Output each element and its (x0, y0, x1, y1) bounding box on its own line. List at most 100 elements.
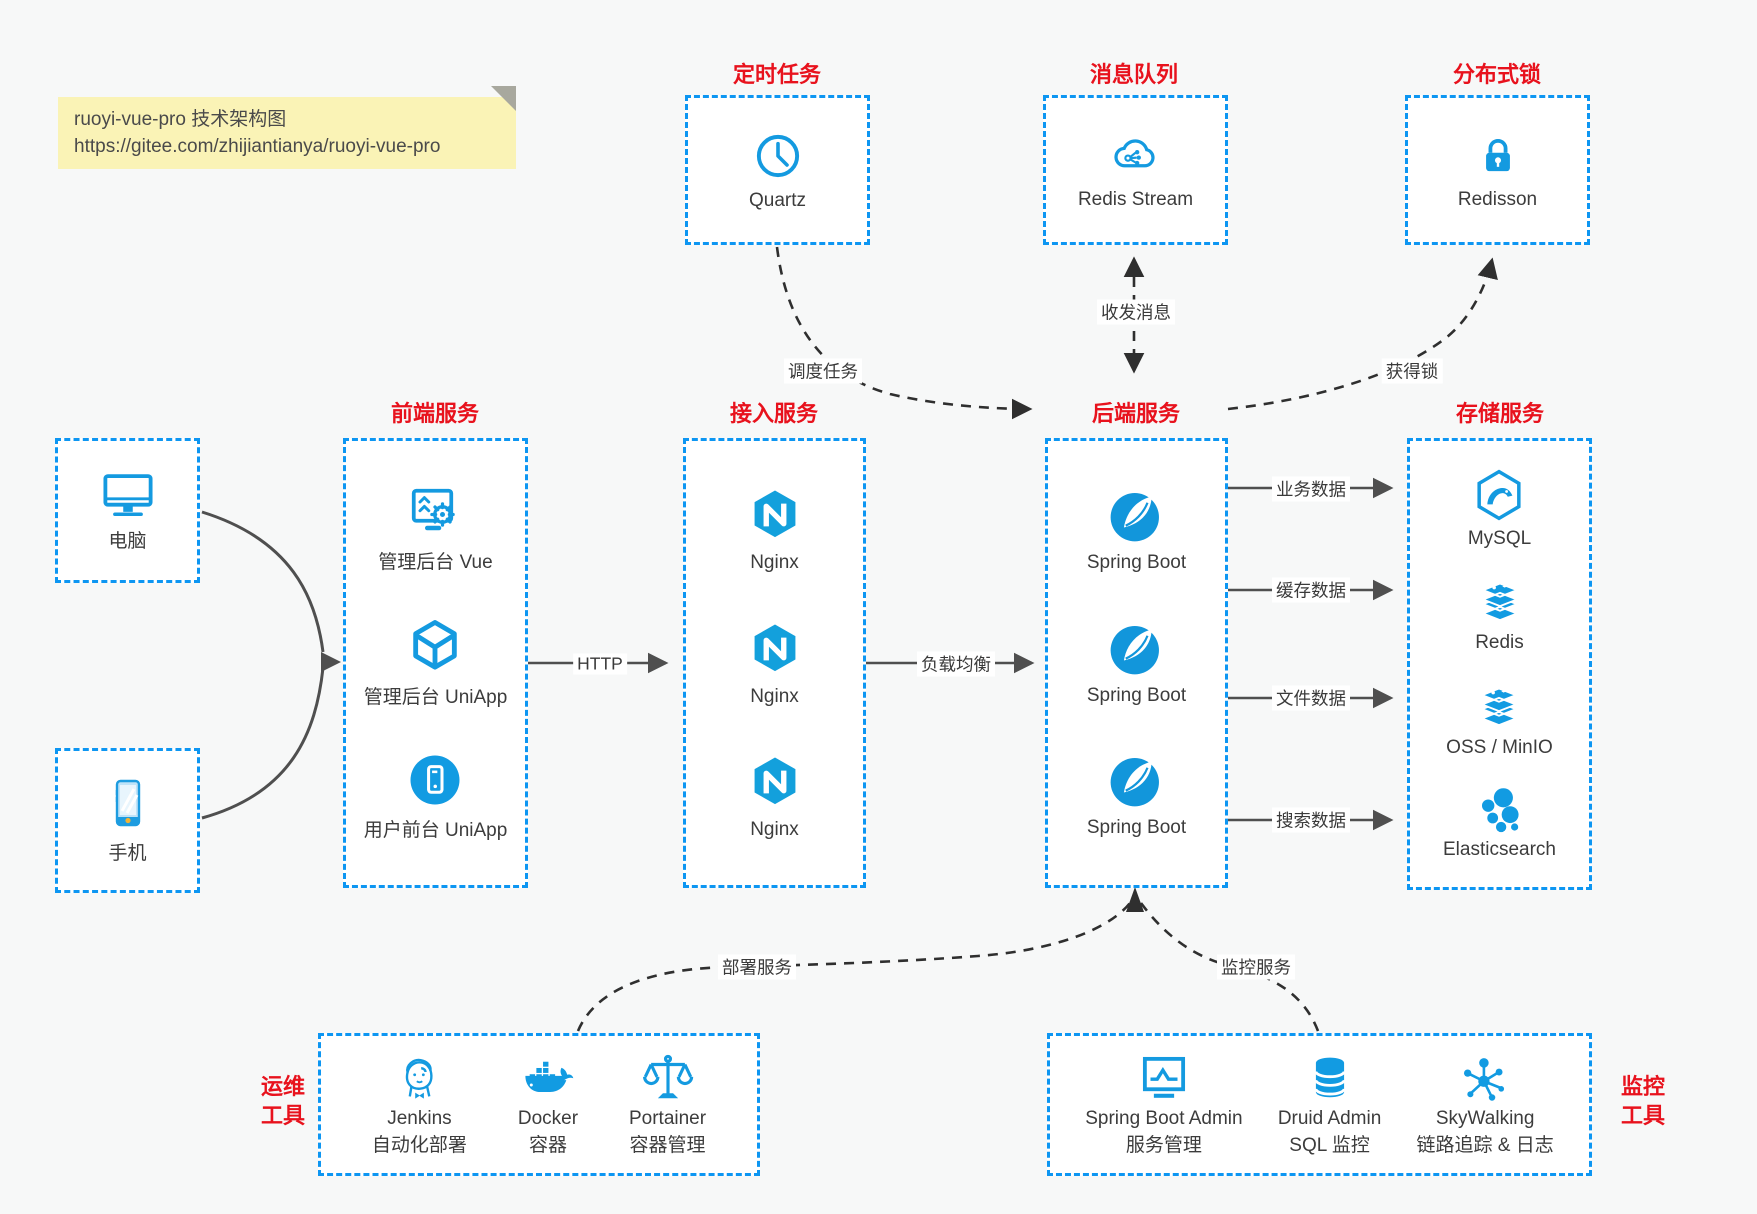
spring-icon (1107, 487, 1165, 545)
edge-label-load-balance: 负载均衡 (917, 651, 995, 677)
monitor-tools-box: Spring Boot Admin 服务管理 Druid Admin SQL 监… (1047, 1033, 1592, 1176)
phone-client-node: 手机 (104, 777, 152, 865)
spring-icon (1107, 752, 1165, 810)
skywalking-node: SkyWalking 链路追踪 & 日志 (1417, 1052, 1554, 1158)
admin-vue-icon (405, 484, 465, 540)
node-label: Spring Boot (1086, 817, 1187, 839)
node-label: Quartz (748, 189, 807, 211)
sticky-note: ruoyi-vue-pro 技术架构图 https://gitee.com/zh… (58, 86, 516, 169)
nginx-icon (747, 485, 803, 545)
group-title-access: 接入服务 (729, 401, 819, 426)
tool-desc: 容器 (528, 1134, 567, 1156)
node-label: Redis (1475, 632, 1524, 654)
edge-label-send-receive-message: 收发消息 (1097, 299, 1175, 325)
redisson-node: Redisson (1458, 130, 1537, 211)
tool-desc: 自动化部署 (371, 1134, 467, 1156)
edge-label-schedule-job: 调度任务 (784, 358, 862, 384)
desktop-icon (99, 469, 157, 519)
edge-label-search-data: 搜索数据 (1272, 807, 1350, 833)
nginx-node: Nginx (747, 619, 803, 708)
admin-uniapp-node: 管理后台 UniApp (364, 617, 507, 709)
backend-services-box: Spring Boot Spring Boot Spring Boot (1045, 438, 1228, 888)
group-title-distributed-lock: 分布式锁 (1452, 62, 1542, 87)
tool-name: Druid Admin (1277, 1107, 1382, 1129)
druid-admin-node: Druid Admin SQL 监控 (1277, 1052, 1382, 1158)
edge-label-http: HTTP (573, 653, 627, 675)
tool-name: Jenkins (387, 1107, 452, 1129)
storage-services-box: MySQL Redis OSS / MinIO Elasticsearch (1407, 438, 1592, 890)
spring-icon (1107, 620, 1165, 678)
mysql-icon (1471, 467, 1527, 523)
pc-client-box: 电脑 (55, 438, 200, 583)
nginx-icon (747, 752, 803, 812)
group-title-ops-tools: 运维 工具 (260, 1074, 305, 1128)
redis-node: Redis (1472, 575, 1528, 654)
node-label: Nginx (750, 818, 799, 840)
node-label: 管理后台 Vue (378, 552, 493, 573)
druid-icon (1304, 1052, 1356, 1104)
edge-label-file-data: 文件数据 (1272, 685, 1350, 711)
tool-desc: 容器管理 (629, 1134, 706, 1156)
clock-icon (751, 129, 805, 183)
uniapp-cube-icon (406, 617, 464, 675)
group-title-scheduled-jobs: 定时任务 (732, 62, 822, 87)
redis-stream-node: Redis Stream (1078, 130, 1193, 211)
tool-desc: SQL 监控 (1289, 1134, 1370, 1156)
jenkins-node: Jenkins 自动化部署 (372, 1052, 467, 1158)
docker-node: Docker 容器 (518, 1052, 578, 1158)
oss-minio-node: OSS / MinIO (1446, 680, 1553, 759)
note-url: https://gitee.com/zhijiantianya/ruoyi-vu… (74, 136, 441, 157)
skywalking-icon (1459, 1052, 1511, 1104)
note-title: ruoyi-vue-pro 技术架构图 (74, 109, 287, 130)
elasticsearch-icon (1473, 784, 1527, 834)
spring-boot-admin-node: Spring Boot Admin 服务管理 (1085, 1052, 1243, 1158)
tool-desc: 服务管理 (1125, 1134, 1202, 1156)
client-merge-arrows (201, 510, 325, 820)
phone-client-box: 手机 (55, 748, 200, 893)
quartz-node: Quartz (749, 129, 806, 212)
group-title-backend: 后端服务 (1091, 401, 1181, 426)
node-label: Nginx (750, 552, 799, 574)
node-label: MySQL (1467, 527, 1532, 549)
user-app-icon (407, 752, 463, 808)
ops-tools-box: Jenkins 自动化部署 Docker 容器 Portainer 容器管理 (318, 1033, 760, 1176)
nginx-icon (747, 619, 803, 679)
schedule-job-arrow (775, 246, 1033, 420)
tool-name: SkyWalking (1435, 1107, 1535, 1129)
node-label: Redis Stream (1077, 188, 1194, 210)
spring-boot-node: Spring Boot (1087, 752, 1186, 839)
tool-name: Portainer (628, 1107, 707, 1129)
node-label: Nginx (750, 685, 799, 707)
pc-client-node: 电脑 (99, 469, 157, 553)
node-label: Redisson (1457, 188, 1538, 210)
client-merge-arrowhead (321, 652, 341, 672)
deploy-monitor-arrowhead (1126, 887, 1144, 912)
deploy-service-curve (576, 902, 1132, 1032)
node-label: Spring Boot (1086, 684, 1187, 706)
group-title-message-queue: 消息队列 (1089, 62, 1179, 87)
redis-stack-icon (1472, 575, 1528, 627)
lock-icon (1472, 130, 1524, 182)
edge-label-acquire-lock: 获得锁 (1381, 358, 1443, 384)
spring-boot-node: Spring Boot (1087, 620, 1186, 707)
phone-icon (104, 777, 152, 831)
note-fold-corner (491, 86, 516, 111)
node-label: 手机 (108, 842, 147, 864)
portainer-icon (641, 1052, 695, 1104)
tool-desc: 链路追踪 & 日志 (1416, 1134, 1554, 1156)
tool-name: Spring Boot Admin (1085, 1107, 1243, 1129)
docker-icon (520, 1052, 576, 1104)
spring-boot-node: Spring Boot (1087, 487, 1186, 574)
node-label: Elasticsearch (1443, 839, 1556, 861)
group-title-frontend: 前端服务 (390, 401, 480, 426)
spring-boot-admin-icon (1137, 1052, 1191, 1104)
group-title-storage: 存储服务 (1455, 401, 1545, 426)
tool-name: Docker (517, 1107, 579, 1129)
redis-stream-box: Redis Stream (1043, 95, 1228, 245)
nginx-node: Nginx (747, 752, 803, 841)
node-label: Spring Boot (1086, 551, 1187, 573)
access-services-box: Nginx Nginx Nginx (683, 438, 866, 888)
jenkins-icon (393, 1052, 445, 1104)
edge-label-business-data: 业务数据 (1272, 476, 1350, 502)
